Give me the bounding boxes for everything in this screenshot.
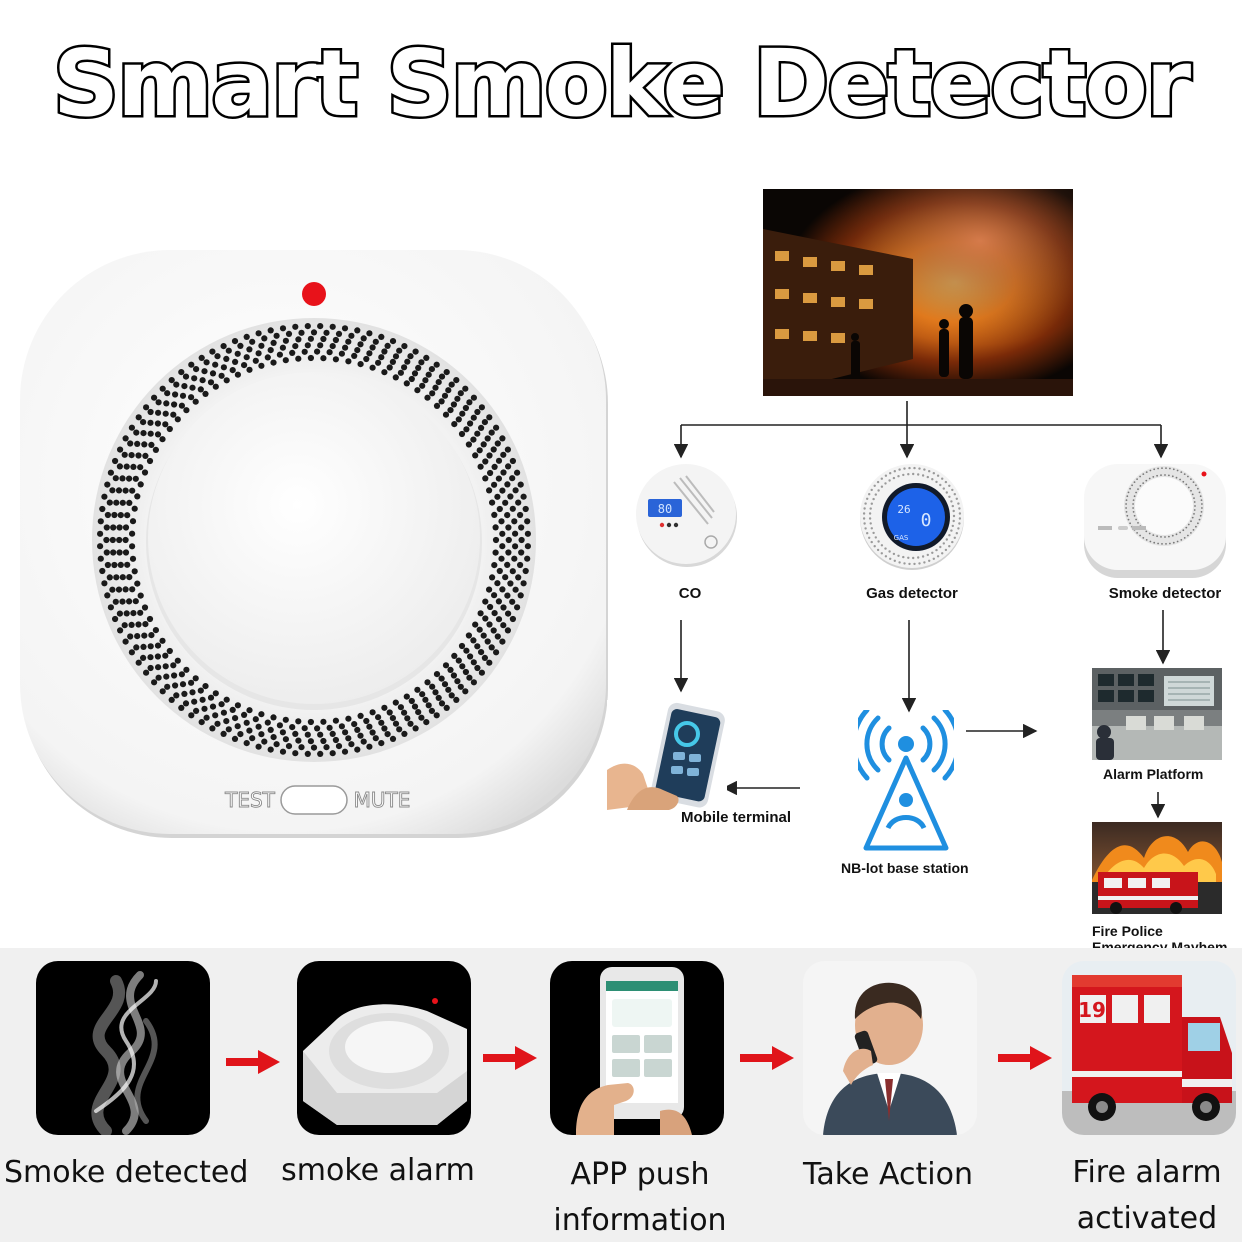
alarm-platform-label: Alarm Platform (1103, 766, 1204, 782)
step-app-push-image (550, 961, 724, 1135)
process-arrow-4 (998, 1046, 1052, 1070)
mini-speaker-grille (1125, 467, 1203, 545)
nb-base-station-label: NB-lot base station (841, 860, 969, 876)
alarm-platform-photo (1092, 668, 1222, 760)
mobile-terminal-icon (607, 700, 727, 810)
step-label-1: Smoke detected (4, 1150, 249, 1196)
smoke-detector-device: TEST MUTE (20, 250, 608, 838)
fire-police-photo (1092, 822, 1222, 914)
step-label-5-line2: activated (1076, 1201, 1218, 1236)
step-label-2-line1: smoke alarm (281, 1153, 475, 1188)
test-label: TEST (224, 788, 276, 812)
gas-display-value: 0 (921, 510, 932, 531)
step-fire-truck-image: 19 (1062, 961, 1236, 1135)
process-arrow-3 (740, 1046, 794, 1070)
step-label-2: smoke alarm (268, 1148, 488, 1194)
fire-scene-photo (763, 189, 1073, 396)
flow-arrows (673, 401, 1171, 819)
fire-police-line1: Fire Police (1092, 923, 1163, 939)
step-label-4-line1: Take Action (803, 1157, 973, 1192)
mute-label: MUTE (354, 788, 411, 812)
co-detector-icon: 80 (636, 464, 737, 567)
speaker-grille (97, 323, 532, 757)
process-arrows (226, 1046, 1052, 1074)
gas-detector-label: Gas detector (866, 585, 958, 602)
step-label-5-line1: Fire alarm (1072, 1155, 1222, 1190)
indicator-led (302, 282, 326, 306)
process-arrow-1 (226, 1050, 280, 1074)
page-title: Smart Smoke Detector (50, 28, 1193, 140)
step-label-3-line2: information (553, 1203, 727, 1238)
step-label-3-line1: APP push (570, 1157, 710, 1192)
step-take-action-image (803, 961, 977, 1135)
co-display: 80 (658, 502, 672, 516)
step-smoke-alarm-image (297, 961, 471, 1135)
smoke-detector-icon (1084, 464, 1226, 578)
svg-text:19: 19 (1078, 998, 1106, 1022)
step-label-5: Fire alarm activated (1036, 1150, 1242, 1242)
test-mute-button[interactable] (280, 785, 348, 815)
step-label-4: Take Action (778, 1152, 998, 1198)
gas-detector-icon: 26 0 GAS (860, 464, 964, 570)
gas-vents (862, 466, 962, 566)
mobile-terminal-label: Mobile terminal (681, 809, 792, 826)
smoke-detector-label: Smoke detector (1108, 585, 1222, 602)
gas-display-temp: 26 (897, 503, 910, 516)
process-arrow-2 (483, 1046, 537, 1070)
co-label: CO (678, 585, 702, 602)
antenna-tower-icon (858, 710, 954, 851)
step-label-1-line1: Smoke detected (4, 1155, 249, 1190)
gas-display-text: GAS (894, 534, 909, 542)
step-label-3: APP push information (530, 1152, 750, 1244)
step-smoke-image (36, 961, 210, 1135)
